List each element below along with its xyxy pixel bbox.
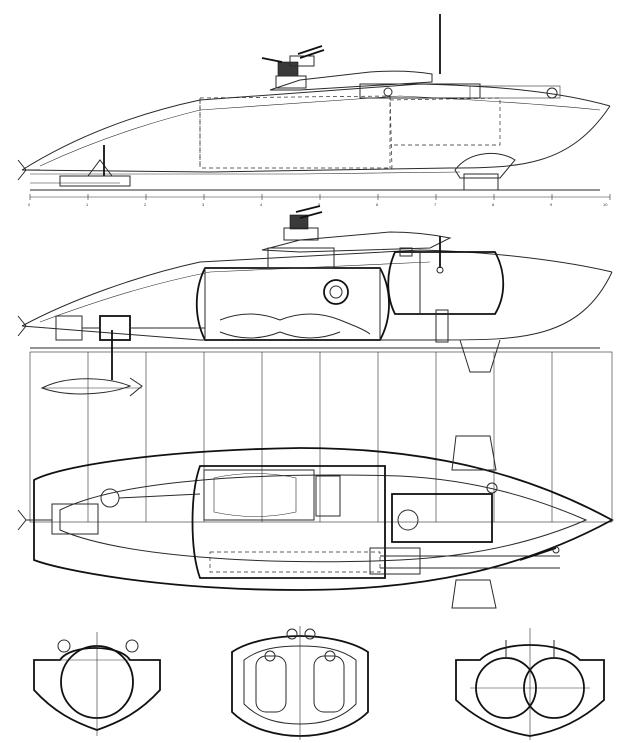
scale-tick-2: 2: [144, 202, 147, 207]
scale-tick-10: 10: [603, 202, 608, 207]
scale-tick-1: 1: [86, 202, 89, 207]
section-aft: [33, 632, 161, 736]
scale-tick-0: 0: [28, 202, 31, 207]
outboard-profile-view: 0 1 2 3 4 5 6 7 8 9 10: [17, 14, 611, 207]
scale-tick-9: 9: [550, 202, 553, 207]
scale-tick-4: 4: [260, 202, 263, 207]
scale-tick-8: 8: [492, 202, 495, 207]
scale-tick-3: 3: [202, 202, 205, 207]
inboard-profile-view: [17, 205, 613, 380]
scale-tick-6: 6: [376, 202, 379, 207]
plan-view: [17, 351, 614, 609]
section-mid: [231, 626, 369, 740]
scale-tick-7: 7: [434, 202, 437, 207]
scale-bar: 0 1 2 3 4 5 6 7 8 9 10: [28, 194, 611, 207]
scale-tick-5: 5: [318, 202, 321, 207]
section-fwd: [455, 628, 605, 740]
